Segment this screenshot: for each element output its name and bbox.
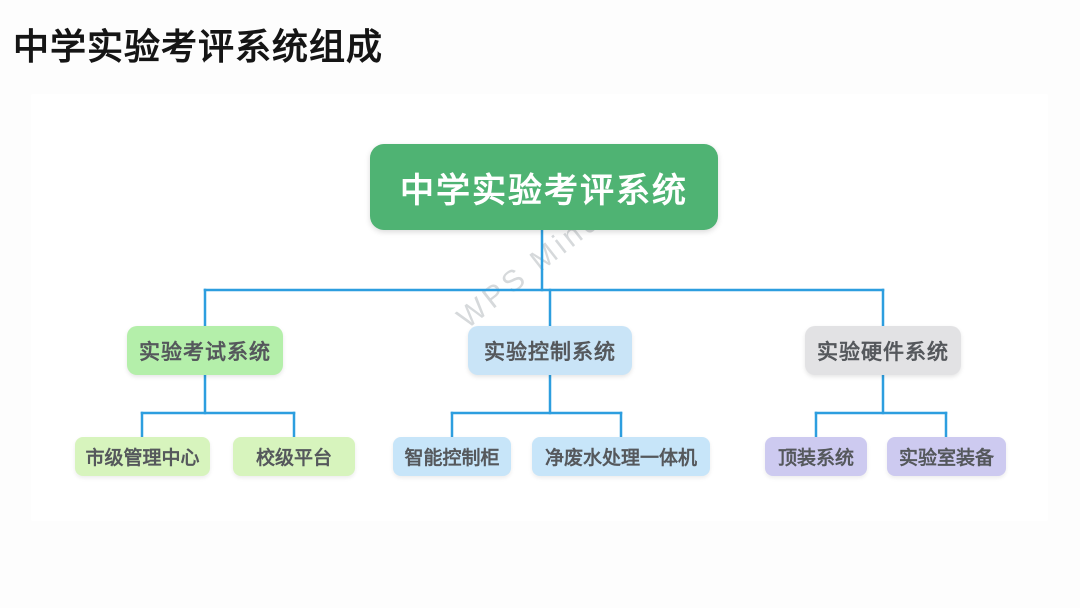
leaf-node-ceiling-mounted-system: 顶装系统 [765,437,867,476]
leaf-node-city-management-center: 市级管理中心 [75,437,210,476]
page-title: 中学实验考评系统组成 [13,27,384,67]
branch-node-exam-system: 实验考试系统 [127,326,283,375]
leaf-node-smart-control-cabinet: 智能控制柜 [393,437,511,476]
branch-node-control-system: 实验控制系统 [468,326,632,375]
leaf-node-school-platform: 校级平台 [233,437,355,476]
leaf-node-laboratory-equipment: 实验室装备 [887,437,1006,476]
root-node: 中学实验考评系统 [370,144,718,230]
leaf-node-water-treatment-unit: 净废水处理一体机 [532,437,710,476]
branch-node-hardware-system: 实验硬件系统 [805,326,961,375]
